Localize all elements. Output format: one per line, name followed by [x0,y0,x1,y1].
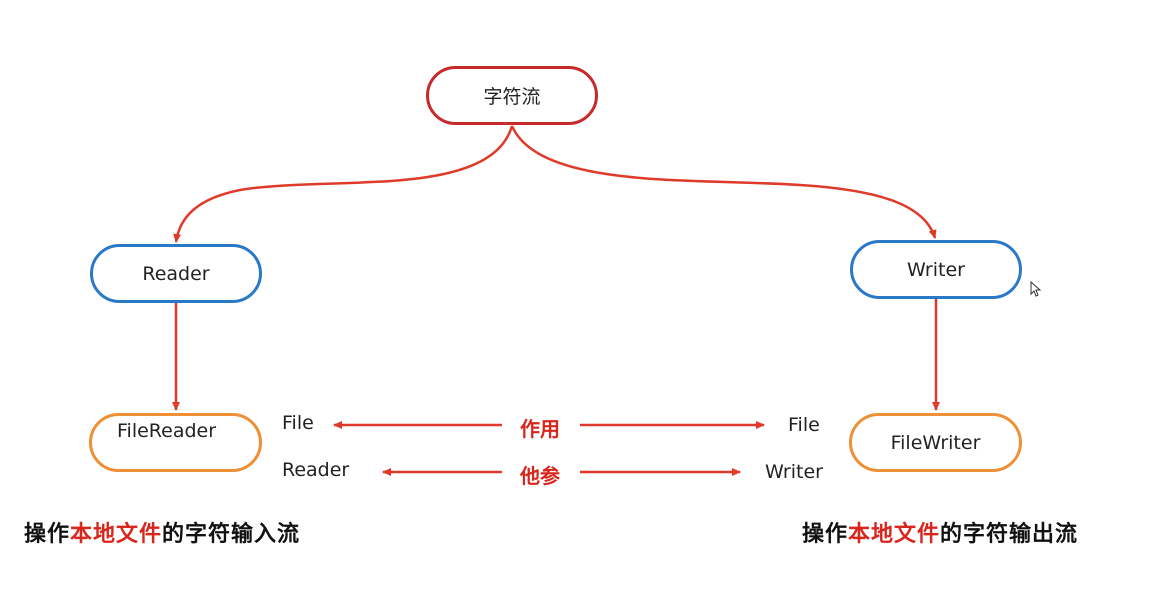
writer-node-label: Writer [907,258,965,281]
left-file-label: File [282,412,314,434]
filewriter-node-label: FileWriter [890,431,981,454]
root-to-writer-arrow [510,125,937,239]
right-writer-label: Writer [765,461,823,483]
filewriter-node: FileWriter [849,413,1022,472]
reader-node: Reader [90,244,262,303]
right-caption-prefix: 操作 [802,522,849,547]
left-caption-prefix: 操作 [24,522,71,547]
right-caption: 操作本地文件的字符输出流 [802,516,1078,548]
filereader-node: FileReader [89,413,262,472]
root-node-label: 字符流 [483,86,541,108]
root-to-reader-arrow [173,125,514,243]
purpose-label: 作用 [520,417,560,441]
root-node: 字符流 [426,66,598,125]
reader-node-label: Reader [142,262,210,285]
left-reader-label: Reader [282,459,350,481]
filereader-node-label: FileReader [117,420,217,442]
right-caption-suffix: 的字符输出流 [940,522,1079,547]
right-caption-highlight: 本地文件 [848,522,941,547]
left-caption-suffix: 的字符输入流 [162,522,301,547]
left-caption: 操作本地文件的字符输入流 [24,516,300,548]
mouse-cursor-icon [1030,281,1042,297]
suffix-label: 他参 [520,464,560,488]
right-file-label: File [788,414,820,436]
writer-node: Writer [850,240,1022,299]
left-caption-highlight: 本地文件 [70,522,163,547]
